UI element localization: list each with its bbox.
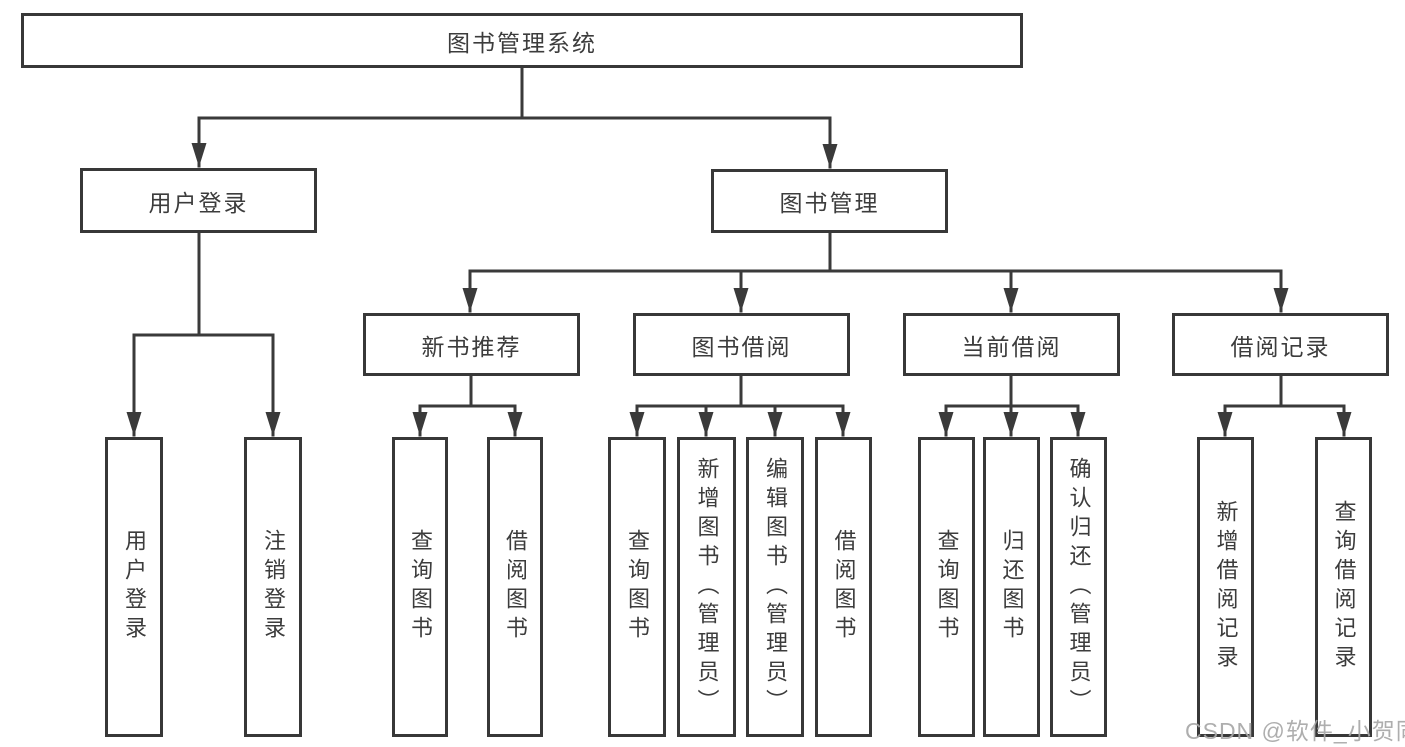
leaf-borrow-books-recommend: 借阅图书 [487, 437, 543, 737]
leaf-add-borrow-record: 新增借阅记录 [1197, 437, 1254, 737]
leaf-add-book-admin: 新增图书（管理员） [677, 437, 736, 737]
leaf-query-books-borrowing: 查询图书 [608, 437, 666, 737]
leaf-borrow-books-borrowing: 借阅图书 [815, 437, 872, 737]
leaf-confirm-return-admin: 确认归还（管理员） [1050, 437, 1107, 737]
leaf-edit-book-admin: 编辑图书（管理员） [746, 437, 804, 737]
leaf-user-login: 用户登录 [105, 437, 163, 737]
node-book-management: 图书管理 [711, 169, 948, 233]
leaf-query-books-current: 查询图书 [918, 437, 975, 737]
leaf-logout: 注销登录 [244, 437, 302, 737]
node-current-borrowing: 当前借阅 [903, 313, 1120, 376]
node-library-management-system: 图书管理系统 [21, 13, 1023, 68]
leaf-query-books-recommend: 查询图书 [392, 437, 448, 737]
leaf-return-books: 归还图书 [983, 437, 1040, 737]
node-new-book-recommend: 新书推荐 [363, 313, 580, 376]
node-book-borrowing: 图书借阅 [633, 313, 850, 376]
node-borrowing-records: 借阅记录 [1172, 313, 1389, 376]
node-user-login: 用户登录 [80, 168, 317, 233]
csdn-watermark: CSDN @软件_小贺同学 [1185, 718, 1405, 744]
leaf-query-borrow-record: 查询借阅记录 [1315, 437, 1372, 737]
